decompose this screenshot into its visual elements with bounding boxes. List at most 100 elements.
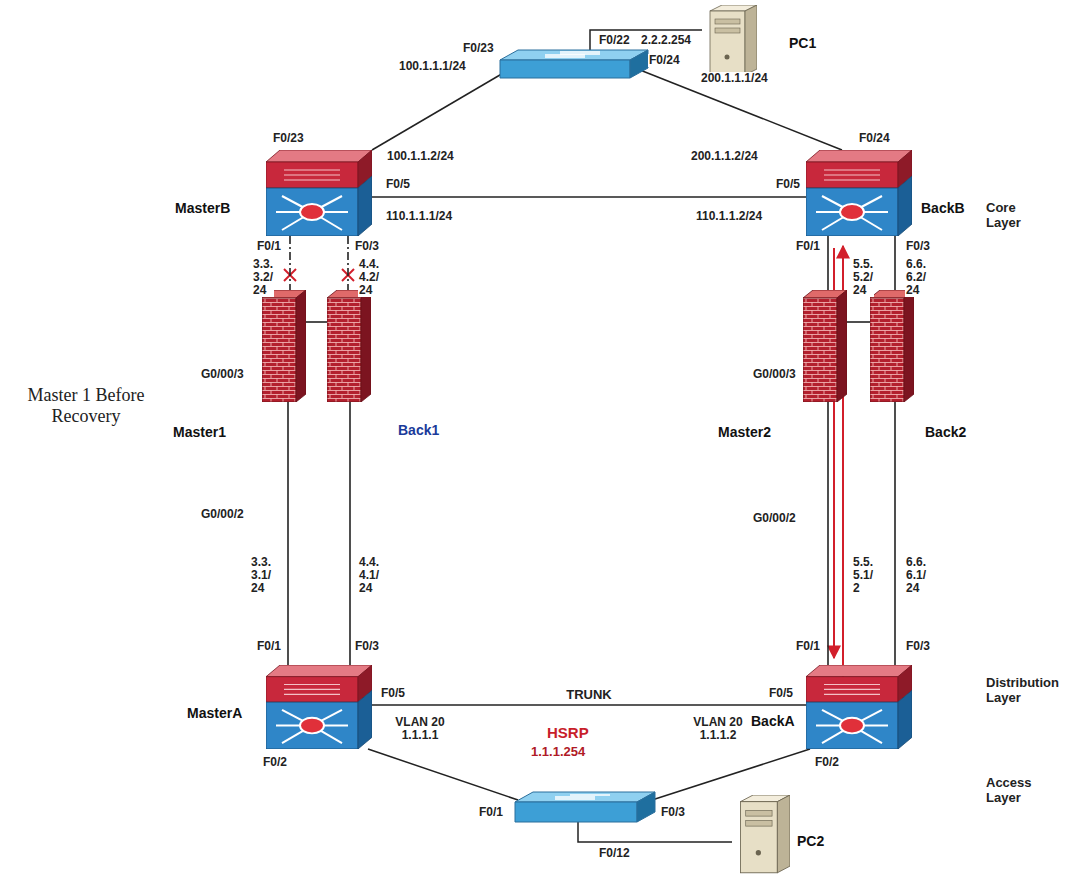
port-label: F0/5 bbox=[385, 178, 411, 191]
multilayer-switch-icon bbox=[806, 665, 912, 749]
link-label: TRUNK bbox=[564, 687, 614, 702]
firewall-icon bbox=[870, 290, 914, 402]
mastera-downlink bbox=[368, 749, 518, 800]
pc2-cable bbox=[578, 822, 732, 842]
network-device: Master2 bbox=[803, 290, 847, 402]
link-line bbox=[347, 236, 349, 290]
port-label: 3.3. 3.1/ 24 bbox=[250, 556, 272, 595]
port-label: Core Layer bbox=[985, 200, 1047, 230]
link-line bbox=[306, 321, 327, 323]
link-line bbox=[372, 704, 806, 706]
port-label: F0/1 bbox=[256, 240, 282, 253]
port-label: G0/00/2 bbox=[200, 508, 245, 521]
port-label: Distribution Layer bbox=[985, 675, 1077, 705]
port-label: 110.1.1.2/24 bbox=[695, 210, 763, 223]
device-name: Master2 bbox=[717, 424, 772, 440]
link-line bbox=[827, 236, 829, 290]
port-label: HSRP bbox=[546, 724, 590, 741]
port-label: F0/22 bbox=[598, 34, 631, 47]
port-label: F0/24 bbox=[858, 132, 891, 145]
device-name: Back1 bbox=[397, 422, 440, 438]
access-switch-icon bbox=[515, 792, 655, 822]
link-line bbox=[289, 236, 291, 290]
cable-lines bbox=[368, 30, 842, 842]
firewall-icon bbox=[803, 290, 847, 402]
link-line bbox=[827, 402, 829, 665]
port-label: 200.1.1.2/24 bbox=[690, 150, 759, 163]
port-label: 100.1.1.1/24 bbox=[398, 60, 467, 73]
port-label: 6.6. 6.1/ 24 bbox=[905, 556, 927, 595]
port-label: 4.4. 4.2/ 24 bbox=[358, 258, 380, 297]
device-name: Master1 bbox=[172, 424, 227, 440]
port-label: F0/12 bbox=[598, 847, 631, 860]
port-label: G0/00/3 bbox=[200, 368, 245, 381]
link-line bbox=[894, 402, 896, 665]
pc1-cable bbox=[590, 30, 702, 52]
network-device: MasterB bbox=[266, 150, 372, 236]
port-label: 5.5. 5.2/ 24 bbox=[852, 258, 874, 297]
port-label: 5.5. 5.1/ 2 bbox=[852, 556, 874, 595]
port-label: 4.4. 4.1/ 24 bbox=[358, 556, 380, 595]
device-name: MasterA bbox=[186, 705, 243, 721]
port-label: F0/5 bbox=[768, 687, 794, 700]
switch-arrows bbox=[545, 52, 600, 57]
port-label: 6.6. 6.2/ 24 bbox=[905, 258, 927, 297]
port-label: Access Layer bbox=[985, 775, 1047, 805]
device-name: Back2 bbox=[924, 424, 967, 440]
network-device: Back1 bbox=[327, 290, 371, 402]
port-label: F0/24 bbox=[648, 54, 681, 67]
network-device: MasterA bbox=[266, 665, 372, 749]
port-label: F0/23 bbox=[462, 42, 495, 55]
port-label: F0/1 bbox=[256, 640, 282, 653]
link-line bbox=[894, 236, 896, 290]
port-label: F0/3 bbox=[660, 806, 686, 819]
port-label: VLAN 20 1.1.1.1 bbox=[388, 716, 452, 742]
port-label: F0/5 bbox=[380, 687, 406, 700]
port-label: 200.1.1.1/24 bbox=[700, 72, 769, 85]
device-name: BackB bbox=[920, 200, 966, 216]
port-label: 100.1.1.2/24 bbox=[386, 150, 455, 163]
core-switch-icon bbox=[500, 50, 648, 78]
device-name: PC1 bbox=[788, 35, 817, 51]
port-label: 1.1.1.254 bbox=[530, 744, 586, 759]
port-label: F0/3 bbox=[354, 640, 380, 653]
port-label: F0/2 bbox=[814, 756, 840, 769]
port-label: F0/3 bbox=[905, 640, 931, 653]
device-name: BackA bbox=[750, 713, 796, 729]
network-device: Master1 bbox=[262, 290, 306, 402]
network-device: BackB bbox=[806, 150, 912, 236]
device-name: PC2 bbox=[796, 833, 825, 849]
firewall-icon bbox=[327, 290, 371, 402]
port-label: VLAN 20 1.1.1.2 bbox=[686, 716, 750, 742]
device-name: MasterB bbox=[174, 200, 231, 216]
link-line bbox=[372, 196, 806, 198]
port-label: F0/23 bbox=[272, 132, 305, 145]
network-device: Back2 bbox=[870, 290, 914, 402]
link-line bbox=[847, 321, 870, 323]
port-label: Master 1 Before Recovery bbox=[25, 385, 147, 427]
port-label: 110.1.1.1/24 bbox=[385, 210, 453, 223]
network-device: PC2 bbox=[732, 795, 790, 875]
port-label: G0/00/2 bbox=[752, 512, 797, 525]
port-label: 3.3. 3.2/ 24 bbox=[252, 258, 274, 297]
port-label: F0/5 bbox=[775, 178, 801, 191]
pc-icon bbox=[702, 5, 757, 77]
network-device: BackA bbox=[806, 665, 912, 749]
port-label: F0/1 bbox=[795, 640, 821, 653]
link-line bbox=[287, 402, 289, 665]
port-label: G0/00/3 bbox=[752, 368, 797, 381]
failure-x-marks bbox=[284, 269, 354, 281]
multilayer-switch-icon bbox=[806, 150, 912, 236]
port-label: 2.2.2.254 bbox=[640, 34, 692, 47]
link-line bbox=[349, 402, 351, 665]
backb-uplink bbox=[640, 70, 842, 150]
network-device: PC1 bbox=[702, 5, 757, 77]
firewall-icon bbox=[262, 290, 306, 402]
switch-arrows bbox=[555, 795, 610, 799]
pc-icon bbox=[732, 795, 790, 875]
port-label: F0/2 bbox=[262, 756, 288, 769]
port-label: F0/1 bbox=[478, 806, 504, 819]
port-label: F0/3 bbox=[905, 240, 931, 253]
multilayer-switch-icon bbox=[266, 150, 372, 236]
